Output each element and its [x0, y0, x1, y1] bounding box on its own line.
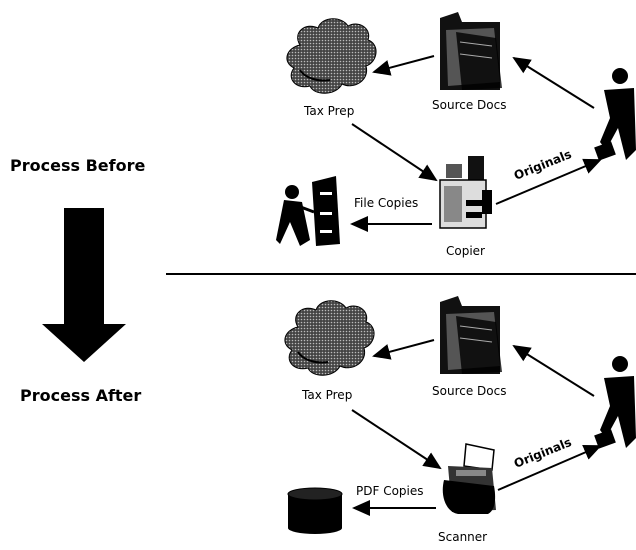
businessperson-icon — [594, 356, 636, 449]
file-cabinet-icon — [276, 176, 340, 246]
process-after-title: Process After — [20, 386, 142, 405]
arrow-person-to-source — [512, 56, 595, 109]
scanner-icon — [442, 443, 496, 514]
tax-prep-cloud-icon — [284, 300, 375, 376]
copier-label: Copier — [446, 244, 485, 258]
originals-label: Originals — [512, 435, 574, 471]
copier-icon — [439, 156, 492, 229]
process-before-title: Process Before — [10, 156, 146, 175]
arrow-taxprep-to-copier — [351, 123, 438, 182]
process-transition-arrow-icon — [42, 208, 126, 362]
folder-icon — [440, 296, 502, 374]
arrow-person-to-source — [512, 344, 595, 397]
source-docs-label: Source Docs — [432, 384, 507, 398]
arrow-scanner-to-person — [497, 444, 602, 491]
folder-icon — [440, 12, 502, 90]
tax-prep-cloud-icon — [286, 18, 377, 94]
arrow-taxprep-to-scanner — [351, 409, 442, 470]
database-icon — [287, 487, 343, 534]
scanner-label: Scanner — [438, 530, 488, 544]
pdf-copies-label: PDF Copies — [356, 484, 424, 498]
arrow-source-to-taxprep — [372, 55, 435, 76]
arrow-source-to-taxprep — [372, 339, 435, 360]
businessperson-icon — [594, 68, 636, 161]
source-docs-label: Source Docs — [432, 98, 507, 112]
tax-prep-label: Tax Prep — [304, 104, 355, 118]
arrow-copier-to-person — [495, 158, 602, 205]
tax-prep-label: Tax Prep — [302, 388, 353, 402]
originals-label: Originals — [512, 147, 574, 183]
file-copies-label: File Copies — [354, 196, 419, 210]
